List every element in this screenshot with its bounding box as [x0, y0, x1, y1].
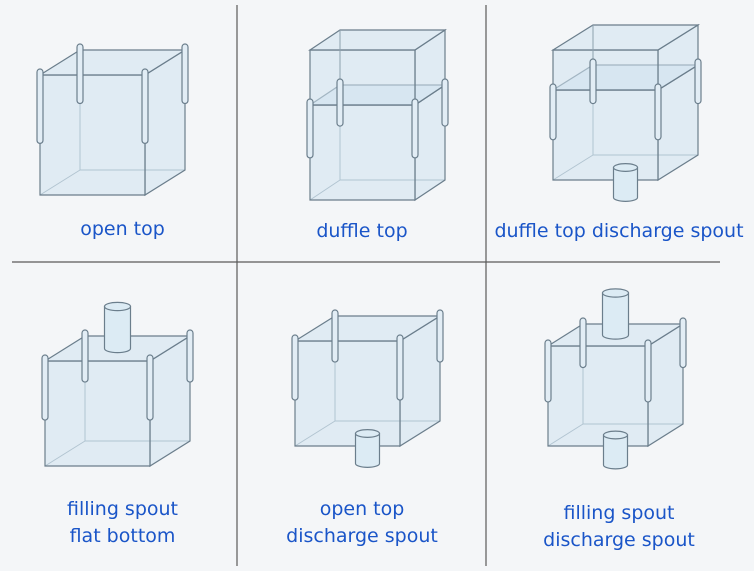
caption-line: open top — [80, 218, 165, 240]
caption-line: discharge spout — [543, 529, 695, 551]
front-face — [547, 345, 649, 447]
bag-shape — [544, 288, 687, 470]
filling-spout-body — [601, 292, 630, 340]
lifting-loop-back-right — [181, 43, 189, 105]
lifting-loop-back-left — [336, 78, 344, 127]
caption-line: duffle top discharge spout — [494, 220, 744, 242]
open-top-discharge-spout-bag-illustration — [291, 309, 444, 468]
caption-line: discharge spout — [286, 525, 438, 547]
panel-filling-spout-flat-bottom: filling spout flat bottom — [10, 266, 235, 566]
lifting-loop-back-right — [186, 329, 194, 383]
discharge-spout-body — [602, 434, 629, 470]
lifting-loop-front-right — [411, 98, 419, 159]
bag-shape — [306, 28, 449, 202]
open-top-discharge-spout-caption: open top discharge spout — [240, 496, 484, 550]
lifting-loop-back-right — [441, 78, 449, 127]
discharge-spout-rim — [354, 429, 381, 438]
panel-open-top-discharge-spout: open top discharge spout — [240, 266, 484, 566]
lifting-loop-front-right — [396, 334, 404, 401]
lifting-loop-back-right — [679, 317, 687, 369]
lifting-loop-back-left — [81, 329, 89, 383]
bag-shape — [549, 23, 702, 202]
lifting-loop-front-left — [544, 339, 552, 403]
caption-line: open top — [319, 498, 405, 520]
lifting-loop-front-left — [549, 83, 557, 141]
lifting-loop-front-right — [141, 68, 149, 145]
discharge-spout-rim — [612, 163, 639, 172]
duffle-front-face — [552, 49, 659, 91]
filling-spout-flat-bottom-caption: filling spout flat bottom — [10, 496, 235, 550]
bag-shape — [41, 301, 194, 468]
lifting-loop-back-left — [589, 58, 597, 105]
caption-line: duffle top — [316, 220, 408, 242]
caption-line: flat bottom — [69, 525, 176, 547]
lifting-loop-back-left — [76, 43, 84, 105]
lifting-loop-front-right — [644, 339, 652, 403]
lifting-loop-front-left — [291, 334, 299, 401]
filling-spout-rim — [103, 301, 132, 312]
front-face — [39, 74, 146, 196]
bag-shape — [36, 43, 189, 197]
discharge-spout-body — [354, 432, 381, 468]
filling-spout-rim — [601, 288, 630, 298]
lifting-loop-front-right — [146, 354, 154, 421]
filling-spout-discharge-spout-caption: filling spout discharge spout — [488, 500, 750, 554]
caption-line: filling spout — [563, 502, 675, 524]
duffle-top-discharge-spout-bag-illustration — [549, 23, 702, 202]
duffle-top-discharge-spout-caption: duffle top discharge spout — [488, 218, 750, 245]
panel-open-top: open top — [10, 10, 235, 260]
lifting-loop-front-left — [306, 98, 314, 159]
duffle-front-face — [309, 49, 416, 106]
lifting-loop-back-left — [331, 309, 339, 363]
filling-spout-body — [103, 305, 132, 354]
discharge-spout-body — [612, 166, 639, 202]
front-face — [294, 340, 401, 447]
caption-line: filling spout — [66, 498, 179, 520]
filling-spout-flat-bottom-bag-illustration — [41, 301, 194, 468]
lifting-loop-back-left — [579, 317, 587, 369]
duffle-top-caption: duffle top — [240, 218, 484, 245]
lifting-loop-back-right — [694, 58, 702, 105]
filling-spout-discharge-spout-bag-illustration — [544, 288, 687, 470]
lifting-loop-front-left — [41, 354, 49, 421]
front-face — [309, 104, 416, 201]
panel-filling-spout-discharge-spout: filling spout discharge spout — [488, 266, 750, 566]
front-face — [44, 360, 151, 467]
panel-duffle-top: duffle top — [240, 10, 484, 260]
lifting-loop-front-right — [654, 83, 662, 141]
duffle-top-bag-illustration — [306, 28, 449, 202]
open-top-bag-illustration — [36, 43, 189, 197]
lifting-loop-back-right — [436, 309, 444, 363]
duffle-top-face — [308, 29, 447, 51]
lifting-loop-front-left — [36, 68, 44, 145]
panel-duffle-top-discharge-spout: duffle top discharge spout — [488, 10, 750, 260]
front-face — [552, 89, 659, 181]
bag-shape — [291, 309, 444, 468]
open-top-caption: open top — [10, 216, 235, 243]
discharge-spout-rim — [602, 430, 629, 440]
duffle-top-face — [550, 24, 701, 51]
